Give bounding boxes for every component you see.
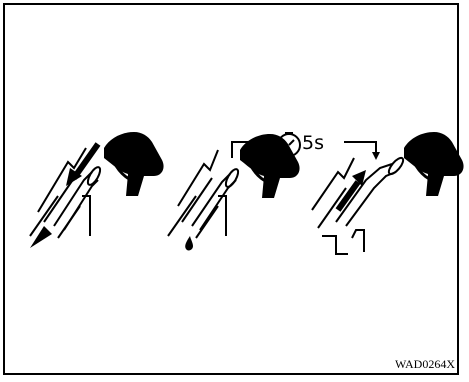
timer-label: 5s	[302, 132, 324, 154]
timer-arrow	[231, 138, 380, 160]
stopwatch-icon	[277, 132, 301, 157]
step1-nozzle-inserted	[29, 130, 166, 248]
reference-code: WAD0264X	[395, 357, 455, 371]
step3-nozzle-removed	[311, 130, 466, 255]
step2-nozzle-drip	[167, 132, 302, 251]
